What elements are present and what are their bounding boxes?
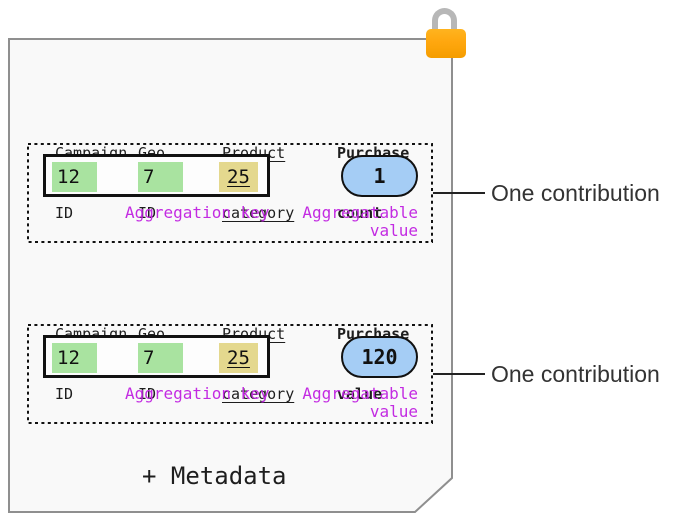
annotation-connector-line: [433, 192, 485, 194]
one-contribution-annotation: One contribution: [491, 361, 660, 387]
value-label-line: value: [369, 402, 418, 421]
key-cell-product-category: 25: [219, 162, 258, 192]
value-label-line: value: [369, 221, 418, 240]
aggregation-key-box: 12 7 25: [43, 335, 270, 378]
metadata-footer-label: + Metadata: [142, 462, 287, 490]
contribution-dashed-border: [27, 143, 433, 243]
header-line: category: [222, 385, 295, 403]
aggregation-key-label: Aggregation key: [125, 203, 270, 222]
one-contribution-annotation: One contribution: [491, 180, 660, 206]
header-line: ID: [55, 204, 74, 222]
lock-shackle-icon: [432, 8, 457, 35]
header-line: ID: [55, 385, 74, 403]
header-line: category: [222, 204, 295, 222]
value-label-line: Aggregatable: [302, 203, 418, 222]
contribution-record-1: Campaign ID Geo ID Product category Purc…: [27, 103, 700, 263]
aggregatable-value-label: Aggregatable value: [272, 204, 418, 240]
key-cell-product-category: 25: [219, 343, 258, 373]
key-cell-geo-id: 7: [138, 162, 183, 192]
header-line: ID: [138, 385, 157, 403]
key-cell-value: 25: [227, 347, 250, 369]
contribution-record-2: Campaign ID Geo ID Product category Purc…: [27, 284, 700, 444]
aggregatable-value-pill: 1: [341, 155, 418, 197]
key-cell-campaign-id: 12: [52, 162, 97, 192]
key-cell-geo-id: 7: [138, 343, 183, 373]
annotation-connector-line: [433, 373, 485, 375]
contribution-dashed-border: [27, 324, 433, 424]
aggregatable-value-label: Aggregatable value: [272, 385, 418, 421]
header-line: count: [337, 204, 383, 222]
header-line: ID: [138, 204, 157, 222]
key-cell-value: 25: [227, 166, 250, 188]
key-cell-campaign-id: 12: [52, 343, 97, 373]
lock-body-icon: [426, 29, 466, 58]
header-line: value: [337, 385, 383, 403]
value-label-line: Aggregatable: [302, 384, 418, 403]
aggregation-key-box: 12 7 25: [43, 154, 270, 197]
aggregation-key-label: Aggregation key: [125, 384, 270, 403]
aggregatable-value-pill: 120: [341, 336, 418, 378]
